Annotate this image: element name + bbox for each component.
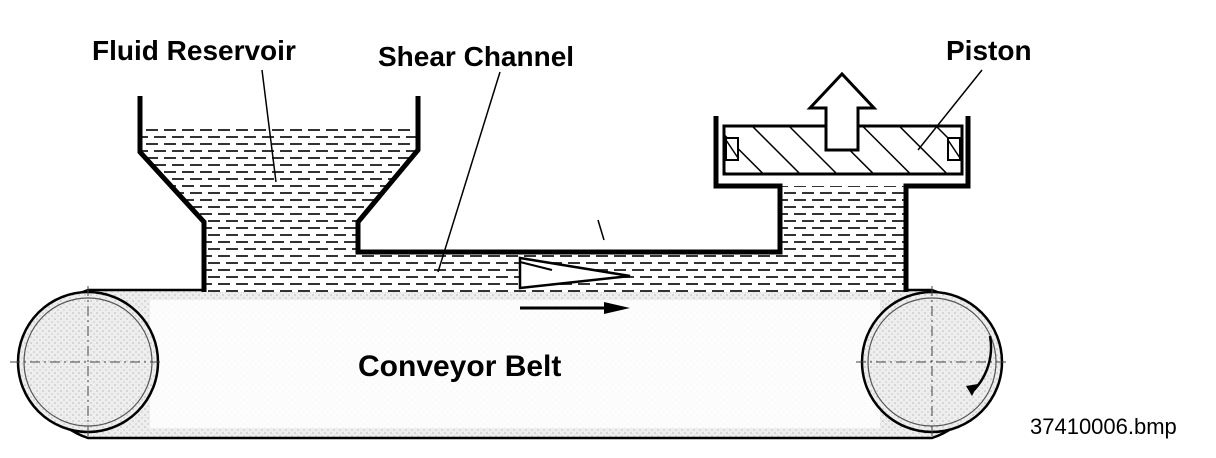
leader-fluid-reservoir: [261, 69, 277, 183]
piston-label: Piston: [946, 35, 1032, 66]
reservoir-outline-right: [355, 96, 783, 255]
belt-direction-arrow: [520, 302, 630, 314]
piston-housing-right: [903, 116, 971, 292]
leader-shear-channel: [437, 71, 501, 273]
conveyor-belt: [33, 288, 987, 440]
shear-velocity-profile: [518, 256, 631, 290]
right-roller: [856, 286, 1008, 440]
leader-piston: [917, 69, 983, 151]
fluid-region: [140, 128, 906, 292]
fluid-reservoir-label: Fluid Reservoir: [92, 35, 296, 66]
left-roller: [10, 286, 162, 440]
reservoir-outline: [137, 96, 207, 292]
file-name-label: 37410006.bmp: [1030, 414, 1177, 439]
shear-channel-label: Shear Channel: [378, 41, 574, 72]
leader-channel-mark: [597, 219, 605, 241]
upward-arrow-icon: [806, 71, 878, 152]
conveyor-belt-label: Conveyor Belt: [358, 350, 561, 383]
